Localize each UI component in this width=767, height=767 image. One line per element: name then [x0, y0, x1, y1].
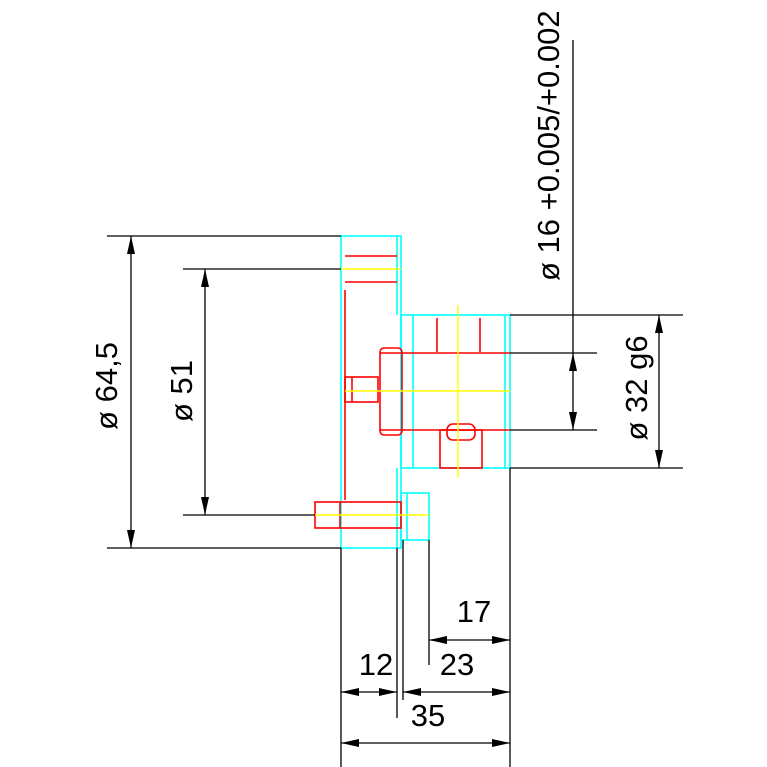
arrow-right	[492, 739, 510, 747]
dimension-label: 17	[457, 594, 491, 629]
arrow-down	[569, 412, 577, 430]
arrow-left	[403, 688, 421, 696]
dimension-outer-left: ø 64,5	[89, 235, 341, 549]
dimension-hub-right: ø 32 g6	[510, 314, 683, 469]
arrow-right	[379, 688, 397, 696]
center-lines-layer	[315, 268, 510, 516]
dimension-label: ø 64,5	[89, 342, 124, 430]
dimension-label: 35	[411, 698, 445, 733]
arrow-up	[201, 269, 209, 287]
boss-outline	[400, 492, 430, 541]
dimension-label: ø 51	[164, 360, 199, 422]
arrow-right	[492, 636, 510, 644]
arrow-up	[655, 315, 663, 333]
dimension-bottom-17: 17	[429, 594, 510, 644]
arrow-right	[492, 688, 510, 696]
arrow-down	[201, 497, 209, 515]
arrow-up	[127, 236, 135, 254]
dimension-inner-left: ø 51	[164, 268, 341, 516]
arrow-left	[341, 688, 359, 696]
dimension-label: ø 16 +0.005/+0.002	[531, 10, 566, 281]
arrow-left	[429, 636, 447, 644]
set-screw-head	[446, 423, 476, 441]
dimension-bottom-12: 12	[341, 647, 397, 696]
dimension-bottom-23: 23	[403, 647, 510, 696]
bottom-extension-lines	[340, 468, 511, 767]
arrow-down	[127, 530, 135, 548]
stub-outline	[344, 376, 379, 403]
arrow-left	[341, 739, 359, 747]
dimension-bore-right: ø 16 +0.005/+0.002	[510, 10, 597, 431]
dimension-label: 23	[440, 647, 474, 682]
dimension-bottom-35: 35	[341, 698, 510, 747]
set-screw-outline	[439, 429, 483, 469]
dimension-label: ø 32 g6	[619, 335, 654, 440]
arrow-up	[569, 353, 577, 371]
dimension-label: 12	[359, 647, 393, 682]
arrow-down	[655, 450, 663, 468]
